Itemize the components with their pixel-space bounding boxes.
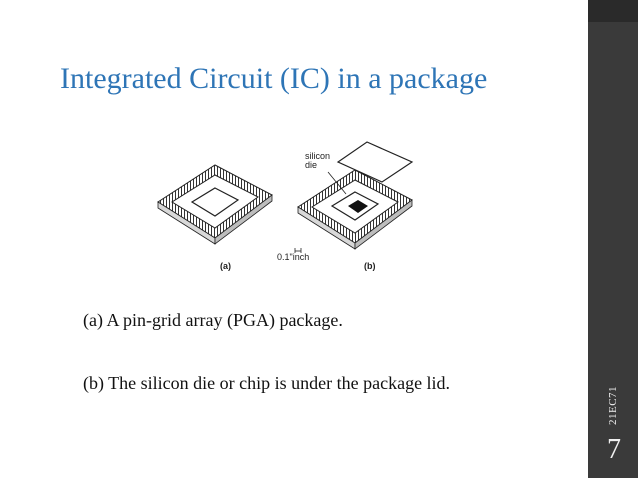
figure-label-a: (a) [220, 261, 231, 271]
caption-a: (a) A pin-grid array (PGA) package. [83, 310, 343, 330]
scale-label: 0.1"inch [277, 252, 309, 262]
silicon-label-line2: die [305, 160, 317, 170]
package-a [157, 164, 273, 245]
course-code: 21EC71 [607, 385, 619, 425]
sidebar-top-band [588, 0, 638, 22]
package-b [297, 141, 414, 250]
silicon-label-line1: silicon [305, 151, 330, 161]
package-lid [336, 141, 414, 183]
slide-sidebar [588, 0, 638, 478]
pga-package-figure: silicon die 0.1"inch (a) (b) [150, 140, 430, 275]
pga-illustration: silicon die 0.1"inch (a) (b) [157, 141, 414, 271]
slide-title: Integrated Circuit (IC) in a package [60, 62, 488, 95]
page-number: 7 [607, 434, 621, 465]
caption-b: (b) The silicon die or chip is under the… [83, 373, 451, 393]
figure-label-b: (b) [364, 261, 376, 271]
silicon-die [348, 200, 368, 213]
